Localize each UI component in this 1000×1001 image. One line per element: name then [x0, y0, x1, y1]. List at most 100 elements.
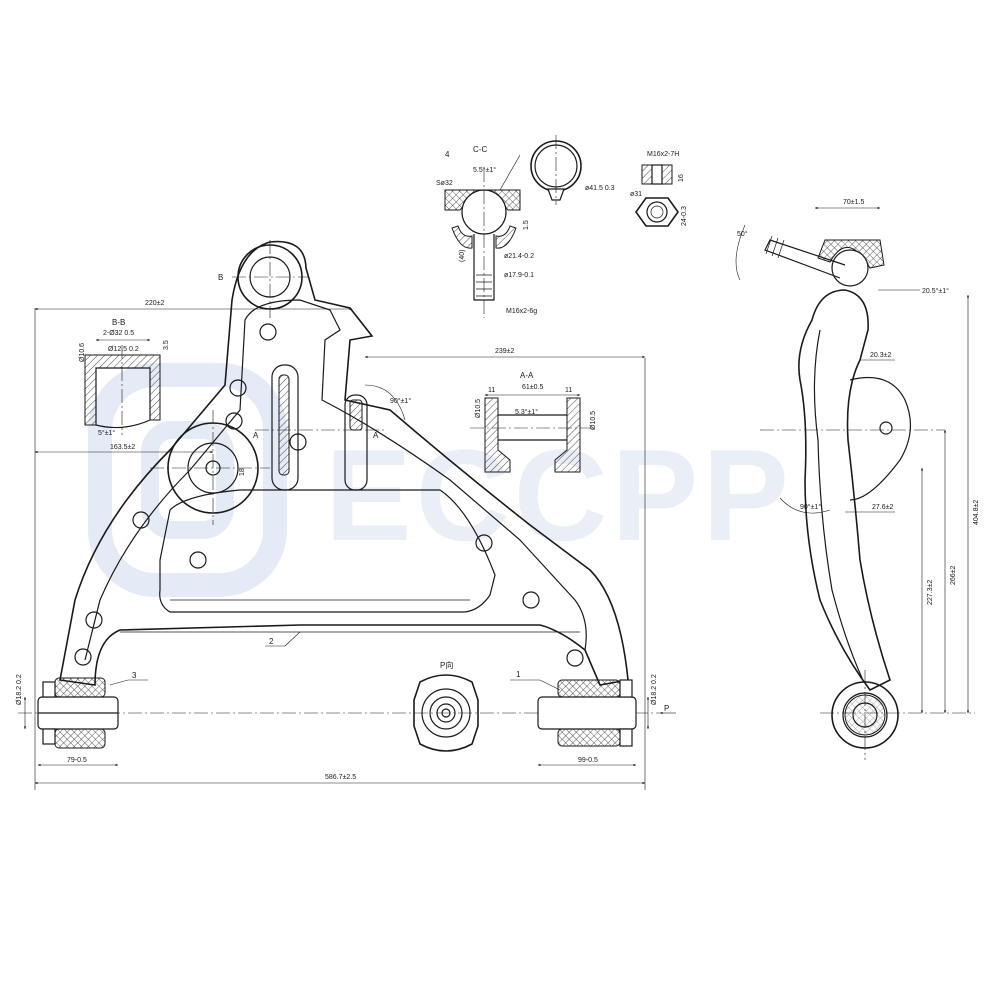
right-bushing: [537, 679, 637, 747]
section-cc-callout: 4: [445, 150, 450, 159]
p-view-label: P向: [440, 660, 453, 670]
section-mark-b: B: [218, 273, 223, 282]
section-cc-len: 1.5: [523, 220, 530, 230]
section-bb-holes: 2-Ø32 0.5: [103, 330, 134, 337]
side-dim-266: 266±2: [950, 565, 957, 585]
section-aa-side-left: Ø10.5: [475, 399, 482, 418]
watermark-text: ECCPP: [325, 422, 793, 568]
section-bb-side: Ø10.6: [79, 343, 86, 362]
boot-right: [495, 225, 517, 249]
nut-view: M16x2-7H 16 ø31 24-0.3: [630, 151, 688, 227]
section-aa-side-right: Ø10.5: [590, 411, 597, 430]
side-view-stud-threads: [765, 235, 785, 259]
section-cc-neck: ø21.4-0.2: [504, 253, 534, 260]
section-bb-top: 3.5: [163, 340, 170, 350]
side-view-ball-housing: [817, 239, 885, 269]
section-aa-angle: 5.3°±1°: [515, 408, 538, 416]
side-dim-arc-90: [779, 497, 831, 514]
dim-99: 99-0.5: [578, 757, 598, 764]
right-slot: [344, 394, 368, 491]
side-view-inner-line: [813, 329, 863, 679]
snap-ring-gap: [547, 188, 565, 201]
upper-boss: [237, 244, 303, 310]
section-bb-angle: 5°±1°: [98, 429, 115, 437]
nut-height: 16: [678, 174, 685, 182]
side-dim-20-5: 20.5°±1°: [922, 287, 949, 295]
section-mark-a-right: A: [373, 431, 379, 440]
section-bb-cavity: [95, 367, 151, 429]
section-cc-shank: ø17.9-0.1: [504, 272, 534, 279]
nut-bore: [651, 164, 663, 185]
section-cc: C-C 4 Sø32 5.5°±1° ø21.4-0.2 ø17.9-0.1 M…: [436, 135, 615, 318]
side-dim-90: 90°±1°: [800, 503, 821, 511]
side-dim-70: 70±1.5: [843, 199, 864, 206]
section-bb-inner: Ø12.5 0.2: [108, 346, 139, 353]
side-dim-50: 50°: [737, 230, 748, 238]
nut-hole: [646, 201, 668, 223]
side-dim-27-6: 27.6±2: [872, 504, 893, 511]
snap-ring-dim: ø41.5 0.3: [585, 185, 615, 192]
side-dim-20-3: 20.3±2: [870, 352, 891, 359]
side-view-body: [798, 289, 891, 692]
section-aa-inner: [498, 414, 567, 441]
arm-holes: [74, 323, 584, 667]
section-aa-right-wall: [554, 397, 581, 473]
dim-arc-angle: [364, 384, 406, 421]
watermark-logo-icon: [88, 363, 287, 597]
boot-left: [451, 225, 473, 249]
side-view-stud: [764, 239, 846, 279]
section-cc-sphere: Sø32: [436, 180, 453, 187]
section-aa-left-wall: [484, 397, 511, 473]
callout-2-leader: [284, 631, 301, 647]
dim-right-dia: Ø18.2 0.2: [651, 674, 658, 705]
side-dim-arc-50: [735, 224, 746, 281]
section-mark-a-left: A: [253, 431, 259, 440]
side-view-ball: [831, 249, 869, 287]
p-view-bushing: [413, 674, 479, 752]
nut-flat: ø31: [630, 191, 642, 198]
side-dim-227: 227.3±2: [927, 580, 934, 605]
watermark: ECCPP: [88, 363, 793, 597]
arm-outline: [59, 240, 629, 686]
dim-220: 220±2: [145, 300, 165, 307]
side-view: 404.8±2 266±2 227.3±2 70±1.5 50° 20.5°±1…: [735, 199, 980, 760]
callout-1: 1: [516, 670, 521, 679]
section-mark-p: P: [664, 704, 669, 713]
section-aa-right: 11: [565, 387, 572, 394]
section-bb: B-B 2-Ø32 0.5 Ø12.5 0.2 3.5 Ø10.6 5°±1°: [79, 318, 170, 437]
dim-overall: 586.7±2.5: [325, 774, 356, 781]
left-bushing: [37, 677, 119, 749]
callout-3-leader: [109, 679, 129, 686]
arm-flange-plate: [159, 489, 496, 613]
dim-79: 79-0.5: [67, 757, 87, 764]
section-aa: A-A 11 11 61±0.5 5.3°±1° Ø10.5 Ø10.5: [470, 371, 597, 473]
side-view-boss: [879, 421, 893, 435]
nut-hex-dim: 24-0.3: [681, 206, 688, 226]
dim-angle-90: 90°±1°: [390, 397, 411, 405]
section-bb-title: B-B: [112, 318, 125, 327]
section-aa-left: 11: [488, 387, 495, 394]
section-cc-leader: [499, 154, 521, 191]
side-view-flange: [849, 376, 912, 501]
section-aa-mid: 61±0.5: [522, 384, 543, 391]
callout-2: 2: [269, 637, 274, 646]
side-dim-404: 404.8±2: [973, 500, 980, 525]
dim-ball-sub: 18: [239, 468, 246, 476]
right-slot-section: [349, 399, 363, 431]
section-aa-title: A-A: [520, 371, 534, 380]
callout-3: 3: [132, 671, 137, 680]
dim-239: 239±2: [495, 348, 515, 355]
section-cc-thread: M16x2-6g: [506, 308, 537, 315]
left-slot: [271, 364, 299, 491]
nut-thread: M16x2-7H: [647, 151, 679, 158]
callout-1-leader: [539, 679, 561, 691]
left-slot-section: [278, 374, 290, 476]
nut-hex: [635, 197, 679, 227]
dim-163: 163.5±2: [110, 444, 135, 451]
dim-left-dia: Ø18.2 0.2: [16, 674, 23, 705]
control-arm-front-view: 220±2 239±2 163.5±2 586.7±2.5 79-0.5 99-…: [16, 240, 676, 790]
section-cc-angle: 5.5°±1°: [473, 166, 496, 174]
section-cc-title: C-C: [473, 145, 487, 154]
section-cc-taper: (40): [459, 250, 466, 262]
